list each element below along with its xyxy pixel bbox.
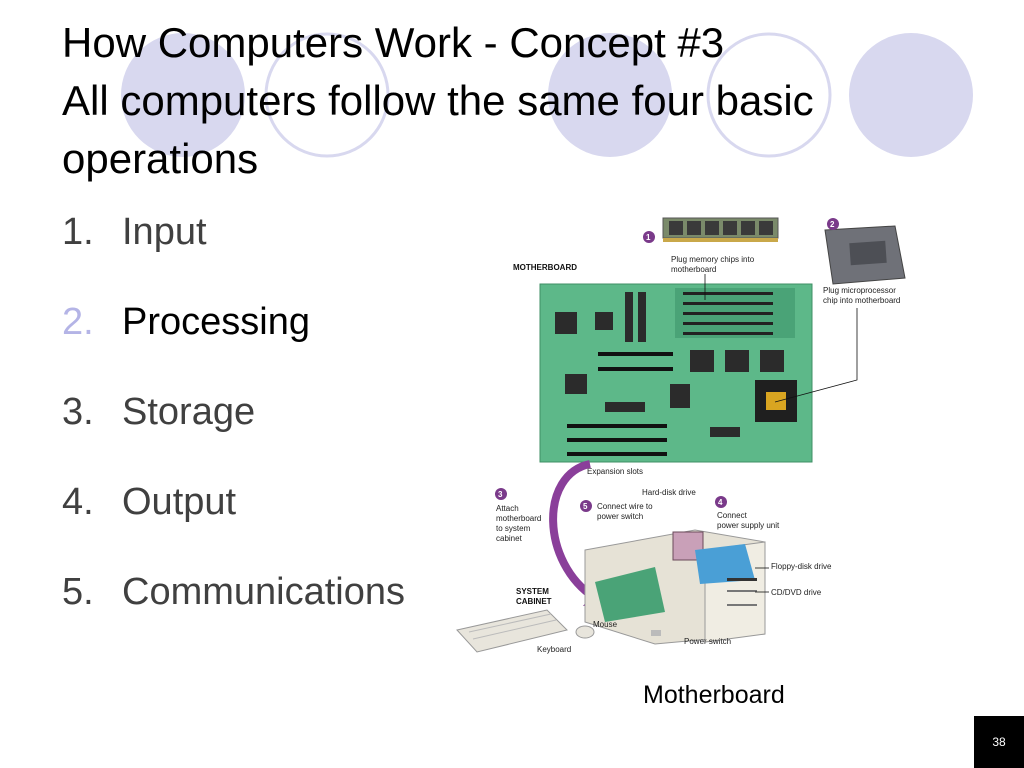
operation-item: 3. Storage xyxy=(62,388,405,478)
step-1-text-2: motherboard xyxy=(671,265,716,274)
step-3-text: Attach xyxy=(496,504,519,513)
mouse-label: Mouse xyxy=(593,620,618,629)
motherboard-board xyxy=(539,283,813,463)
step-2-badge xyxy=(827,218,839,230)
memory-chip-image xyxy=(662,217,779,242)
deco-circle-filled xyxy=(548,33,672,157)
step-3-badge xyxy=(495,488,507,500)
floppy-label: Floppy-disk drive xyxy=(771,562,832,571)
deco-circle-filled xyxy=(849,33,973,157)
step-2-number: 2 xyxy=(830,220,835,229)
cabinet-label-2: CABINET xyxy=(516,597,552,606)
motherboard-illustration: 1 Plug memory chips into motherboard 2 P… xyxy=(456,217,906,654)
deco-circle-filled xyxy=(121,33,245,157)
item-number: 4. xyxy=(62,481,94,523)
operation-item: 1. Input xyxy=(62,208,405,298)
step-4-badge xyxy=(715,496,727,508)
slide-title: How Computers Work - Concept #3 All comp… xyxy=(62,14,962,188)
step-1-text: Plug memory chips into xyxy=(671,255,755,264)
background-circles xyxy=(121,32,973,158)
cabinet-label: SYSTEM xyxy=(516,587,549,596)
item-number: 5. xyxy=(62,571,94,613)
step-5-badge xyxy=(580,500,592,512)
step-3-text-2: motherboard xyxy=(496,514,541,523)
motherboard-label: MOTHERBOARD xyxy=(513,263,577,272)
step-5-text: Connect wire to xyxy=(597,502,653,511)
step-2-text-2: chip into motherboard xyxy=(823,296,900,305)
step-1-number: 1 xyxy=(646,233,651,242)
item-number: 1. xyxy=(62,211,94,253)
pointer-line-processor xyxy=(774,308,858,403)
figure-caption: Motherboard xyxy=(643,681,785,709)
step-4-text-2: power supply unit xyxy=(717,521,780,530)
operations-list: 1.Input 2.Processing 3.Storage 4.Output … xyxy=(62,208,405,658)
item-label: Processing xyxy=(122,301,310,343)
step-4-number: 4 xyxy=(718,498,723,507)
attach-arrow xyxy=(549,460,598,602)
item-label: Storage xyxy=(122,391,256,433)
mouse-image xyxy=(575,625,595,639)
step-3-text-4: cabinet xyxy=(496,534,523,543)
item-label: Input xyxy=(122,211,207,253)
deco-circle-outline xyxy=(706,32,832,158)
hard-disk-label: Hard-disk drive xyxy=(642,488,696,497)
system-cabinet-image xyxy=(584,529,766,645)
processor-chip-image xyxy=(824,225,906,285)
keyboard-label: Keyboard xyxy=(537,645,571,654)
keyboard-image xyxy=(456,609,568,653)
step-4-text: Connect xyxy=(717,511,748,520)
power-switch-label: Power switch xyxy=(684,637,731,646)
item-label: Output xyxy=(122,481,237,523)
step-1-badge xyxy=(643,231,655,243)
title-line-2: All computers follow the same four basic… xyxy=(62,77,814,182)
item-number: 3. xyxy=(62,391,94,433)
step-3-text-3: to system xyxy=(496,524,531,533)
cd-dvd-label: CD/DVD drive xyxy=(771,588,822,597)
item-label: Communications xyxy=(122,571,405,613)
expansion-slots-label: Expansion slots xyxy=(587,467,643,476)
operation-item: 5. Communications xyxy=(62,568,405,658)
title-line-1: How Computers Work - Concept #3 xyxy=(62,19,725,66)
operation-item: 4. Output xyxy=(62,478,405,568)
page-number: 38 xyxy=(974,716,1024,768)
deco-circle-outline xyxy=(264,32,390,158)
item-number: 2. xyxy=(62,301,94,343)
operation-item-highlighted: 2. Processing xyxy=(62,298,405,388)
step-3-number: 3 xyxy=(498,490,503,499)
step-2-text: Plug microprocessor xyxy=(823,286,896,295)
step-5-number: 5 xyxy=(583,502,588,511)
step-5-text-2: power switch xyxy=(597,512,643,521)
